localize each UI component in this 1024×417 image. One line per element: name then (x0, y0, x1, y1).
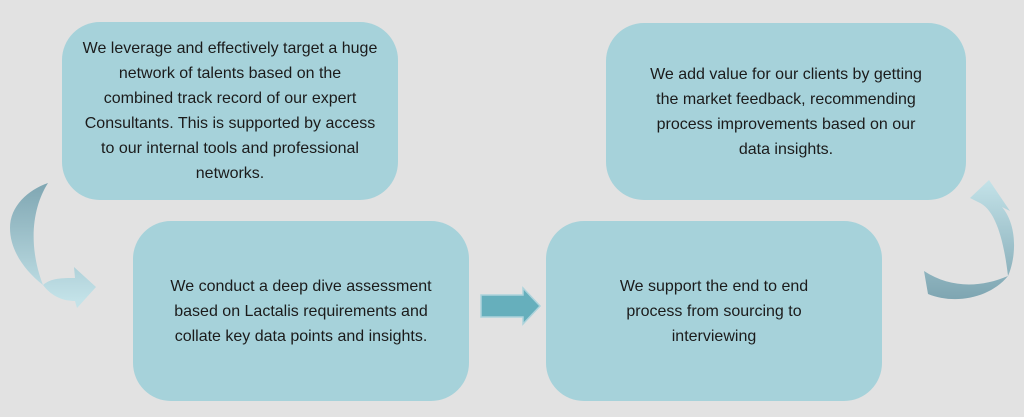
curved-arrow-down-icon (10, 183, 96, 308)
step-box-sourcing-network: We leverage and effectively target a hug… (62, 22, 398, 200)
step-text-end-to-end: We support the end to end process from s… (619, 277, 809, 345)
step-box-deep-dive: We conduct a deep dive assessment based … (133, 221, 469, 401)
straight-arrow-right-icon (480, 286, 542, 326)
step-text-add-value: We add value for our clients by getting … (650, 65, 922, 158)
step-box-add-value: We add value for our clients by getting … (606, 23, 966, 200)
step-text-deep-dive: We conduct a deep dive assessment based … (170, 277, 432, 345)
step-box-end-to-end: We support the end to end process from s… (546, 221, 882, 401)
step-text-sourcing-network: We leverage and effectively target a hug… (82, 40, 378, 182)
